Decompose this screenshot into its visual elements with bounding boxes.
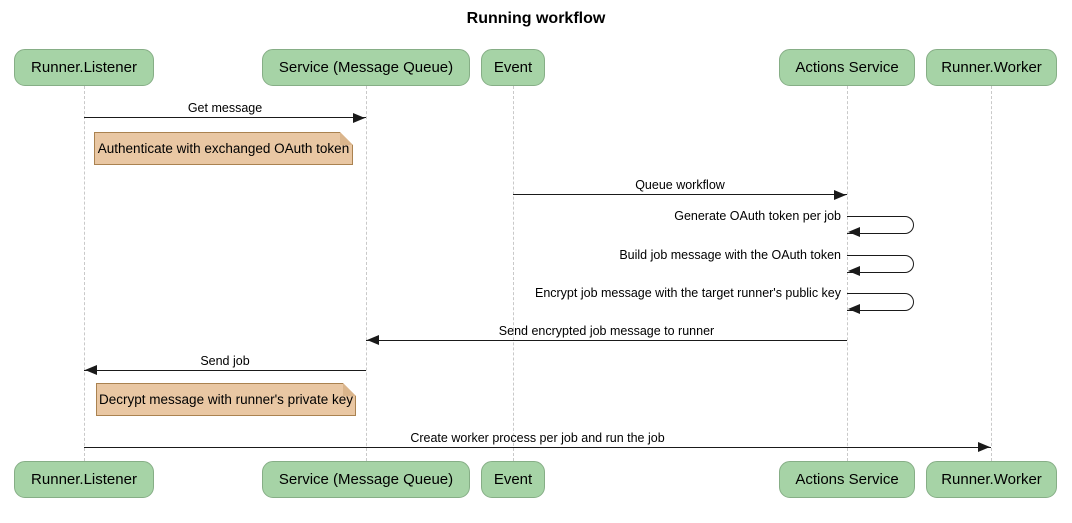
participant-label: Service (Message Queue) [278, 471, 454, 488]
note-fold-flap-icon [343, 383, 356, 396]
message-create-worker-label: Create worker process per job and run th… [410, 431, 665, 445]
note-authenticate: Authenticate with exchanged OAuth token [94, 132, 353, 165]
message-send-encrypted-line [366, 340, 847, 341]
message-get-message-line [84, 117, 366, 118]
participant-label: Runner.Listener [31, 59, 137, 76]
arrowhead-left-icon [85, 365, 97, 375]
participant-bottom-service-message-queue: Service (Message Queue) [262, 461, 470, 498]
lifeline-service-message-queue [366, 86, 367, 461]
participant-top-actions-service: Actions Service [779, 49, 915, 86]
note-decrypt: Decrypt message with runner's private ke… [96, 383, 356, 416]
participant-label: Runner.Listener [31, 471, 137, 488]
message-queue-workflow-label: Queue workflow [635, 178, 725, 192]
lifeline-runner-worker [991, 86, 992, 461]
self-loop-curve [847, 293, 914, 311]
arrowhead-left-icon [367, 335, 379, 345]
message-create-worker-line [84, 447, 991, 448]
participant-top-runner-listener: Runner.Listener [14, 49, 154, 86]
participant-label: Service (Message Queue) [278, 59, 454, 76]
message-send-job-label: Send job [200, 354, 250, 368]
arrowhead-right-icon [834, 190, 846, 200]
participant-label: Actions Service [795, 59, 899, 76]
note-label: Authenticate with exchanged OAuth token [97, 141, 350, 156]
message-queue-workflow-line [513, 194, 847, 195]
diagram-title: Running workflow [466, 10, 606, 27]
arrowhead-left-icon [848, 304, 860, 314]
lifeline-runner-listener [84, 86, 85, 461]
participant-bottom-actions-service: Actions Service [779, 461, 915, 498]
arrowhead-right-icon [353, 113, 365, 123]
message-get-message-label: Get message [187, 101, 263, 115]
message-generate-oauth-label: Generate OAuth token per job [674, 209, 841, 223]
participant-label: Event [493, 471, 533, 488]
note-fold-flap-icon [340, 132, 353, 145]
arrowhead-right-icon [978, 442, 990, 452]
arrowhead-left-icon [848, 227, 860, 237]
participant-top-runner-worker: Runner.Worker [926, 49, 1057, 86]
note-label: Decrypt message with runner's private ke… [99, 392, 353, 407]
participant-bottom-event: Event [481, 461, 545, 498]
participant-label: Runner.Worker [941, 471, 1042, 488]
participant-top-event: Event [481, 49, 545, 86]
lifeline-actions-service [847, 86, 848, 461]
message-encrypt-job-label: Encrypt job message with the target runn… [534, 286, 841, 300]
participant-label: Runner.Worker [941, 59, 1042, 76]
self-loop-curve [847, 255, 914, 273]
participant-top-service-message-queue: Service (Message Queue) [262, 49, 470, 86]
participant-label: Actions Service [795, 471, 899, 488]
message-build-job-label: Build job message with the OAuth token [619, 248, 841, 262]
participant-bottom-runner-worker: Runner.Worker [926, 461, 1057, 498]
self-loop-curve [847, 216, 914, 234]
lifeline-event [513, 86, 514, 461]
participant-label: Event [493, 59, 533, 76]
participant-bottom-runner-listener: Runner.Listener [14, 461, 154, 498]
message-send-encrypted-label: Send encrypted job message to runner [498, 324, 715, 338]
arrowhead-left-icon [848, 266, 860, 276]
message-send-job-line [84, 370, 366, 371]
